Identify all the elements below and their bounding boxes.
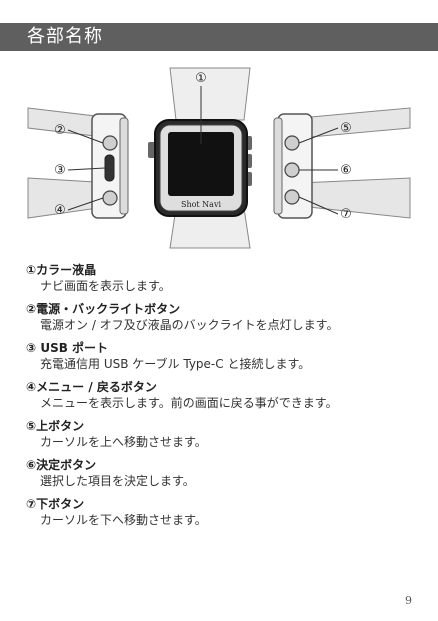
list-item: ③ USB ポート 充電通信用 USB ケーブル Type-C と接続します。	[26, 340, 426, 373]
brand-logo: Shot Navi	[181, 200, 221, 209]
callout-5: ⑤	[340, 121, 352, 136]
item-description: カーソルを上へ移動させます。	[40, 435, 207, 449]
callout-7: ⑦	[340, 207, 352, 222]
item-description: 電源オン / オフ及び液晶のバックライトを点灯します。	[40, 318, 339, 332]
item-title: ④メニュー / 戻るボタン	[26, 380, 157, 394]
item-title: ③ USB ポート	[26, 341, 109, 355]
callout-1: ①	[195, 71, 207, 86]
callout-3: ③	[54, 163, 66, 178]
down-button-icon	[284, 189, 300, 205]
item-title: ①カラー液晶	[26, 263, 97, 277]
up-button-icon	[284, 135, 300, 151]
item-description: カーソルを下へ移動させます。	[40, 513, 207, 527]
list-item: ②電源・バックライトボタン 電源オン / オフ及び液晶のバックライトを点灯します…	[26, 301, 426, 334]
watch-diagram: Shot Navi ① ② ③ ④ ⑤ ⑥ ⑦	[27, 67, 411, 249]
item-description: 充電通信用 USB ケーブル Type-C と接続します。	[40, 357, 311, 371]
section-title: 各部名称	[27, 26, 103, 47]
leader-lines	[67, 86, 339, 215]
item-title: ⑥決定ボタン	[26, 458, 97, 472]
list-item: ①カラー液晶 ナビ画面を表示します。	[26, 262, 426, 295]
usb-port-icon	[104, 154, 115, 182]
item-title: ⑦下ボタン	[26, 497, 85, 511]
list-item: ⑥決定ボタン 選択した項目を決定します。	[26, 457, 426, 490]
enter-button-icon	[284, 162, 300, 178]
page-number: 9	[405, 594, 412, 607]
list-item: ⑤上ボタン カーソルを上へ移動させます。	[26, 418, 426, 451]
item-description: 選択した項目を決定します。	[40, 474, 195, 488]
section-header-bar: 各部名称	[0, 23, 438, 51]
callout-4: ④	[54, 203, 66, 218]
menu-button-icon	[102, 190, 118, 206]
item-title: ⑤上ボタン	[26, 419, 85, 433]
watch-right-side-view	[273, 107, 411, 219]
color-lcd-screen	[168, 132, 234, 196]
item-title: ②電源・バックライトボタン	[26, 302, 181, 316]
list-item: ④メニュー / 戻るボタン メニューを表示します。前の画面に戻る事ができます。	[26, 379, 426, 412]
item-description: ナビ画面を表示します。	[40, 279, 171, 293]
power-button-icon	[102, 135, 118, 151]
parts-list: ①カラー液晶 ナビ画面を表示します。 ②電源・バックライトボタン 電源オン / …	[26, 262, 426, 535]
callout-6: ⑥	[340, 163, 352, 178]
watch-front-view: Shot Navi	[148, 67, 252, 249]
callout-2: ②	[54, 123, 66, 138]
item-description: メニューを表示します。前の画面に戻る事ができます。	[40, 396, 338, 410]
watch-left-side-view	[27, 107, 129, 219]
list-item: ⑦下ボタン カーソルを下へ移動させます。	[26, 496, 426, 529]
